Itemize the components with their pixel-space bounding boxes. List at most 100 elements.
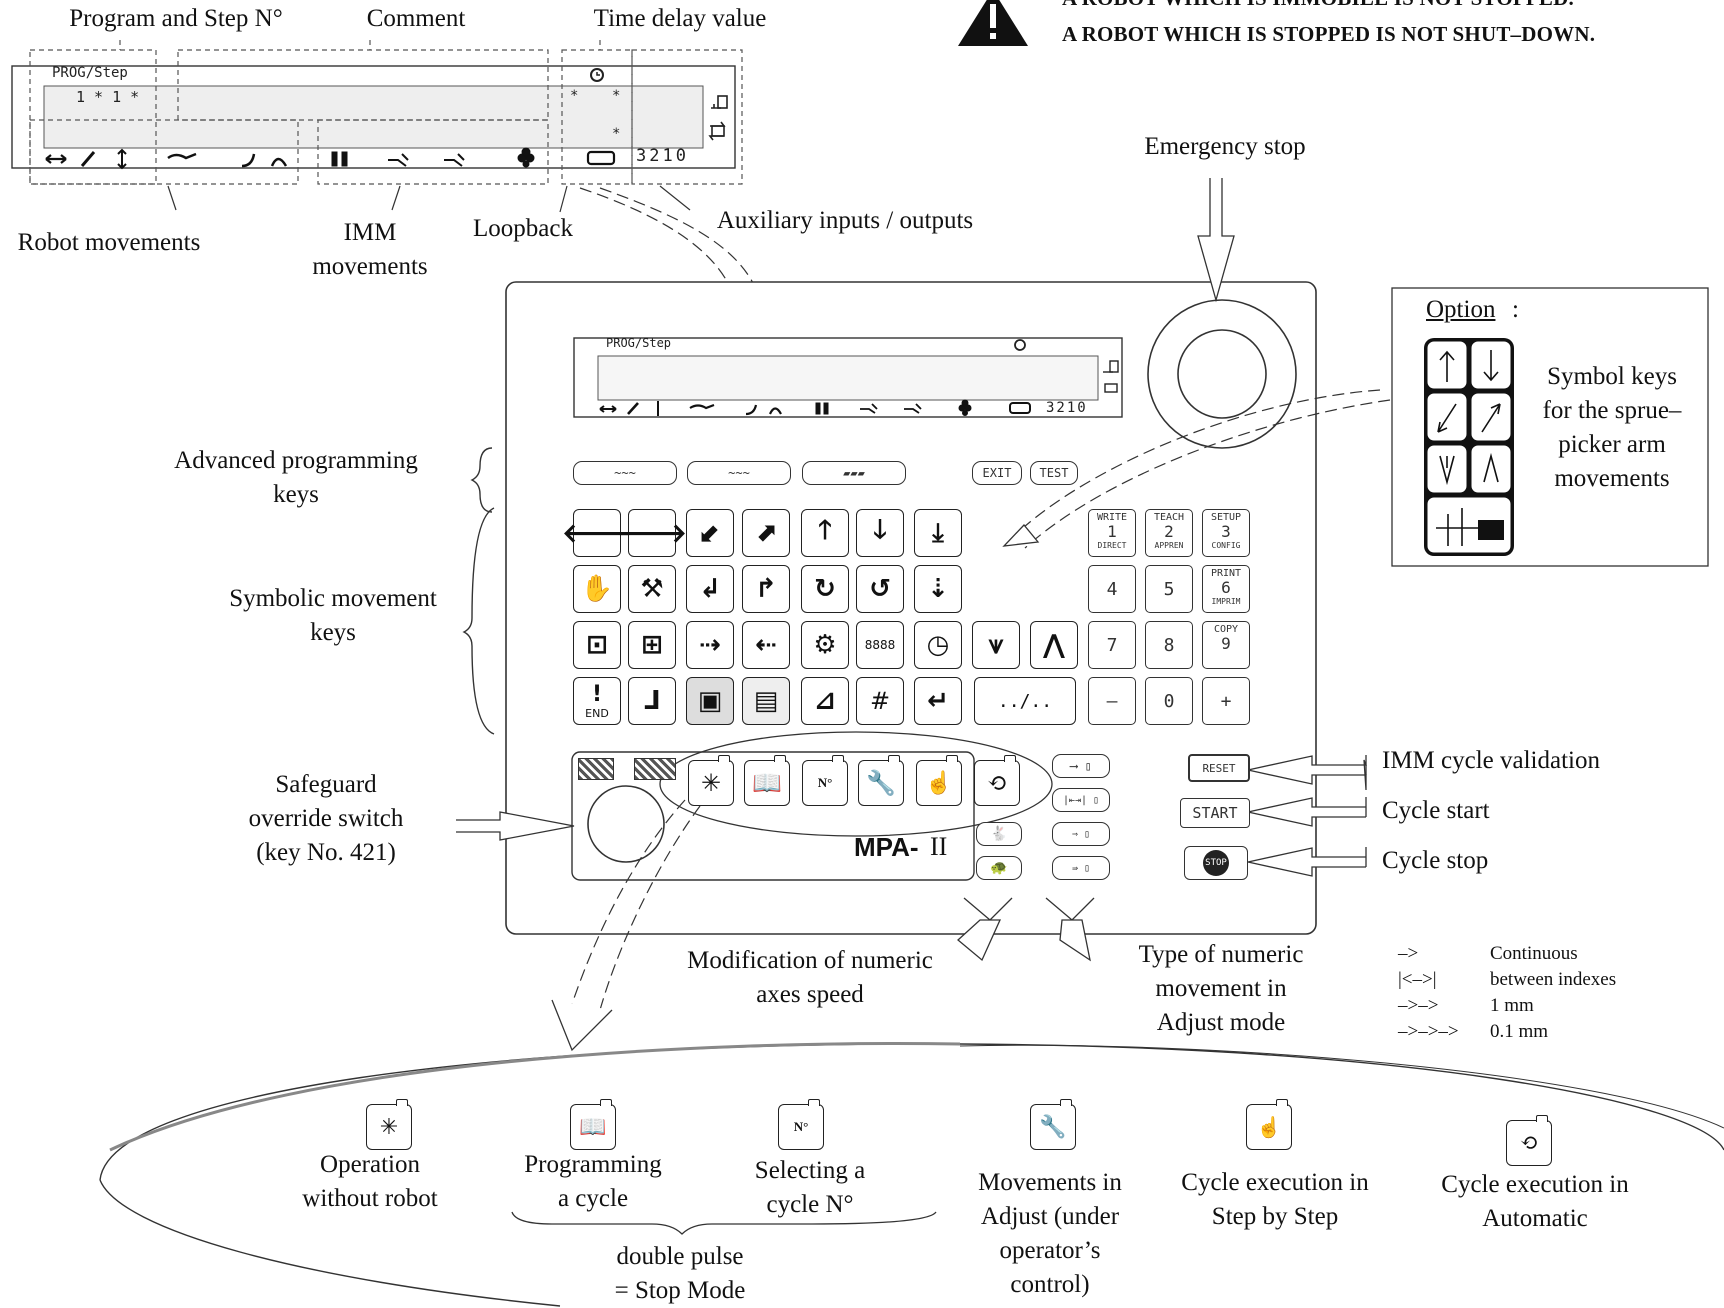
rotate-up-key[interactable]: ↱ <box>742 565 790 613</box>
advanced-key-3[interactable]: ▰▰▰ <box>802 461 906 485</box>
end-key[interactable]: !END <box>573 677 621 725</box>
main-lcd-header: PROG/Step <box>606 336 672 350</box>
option-colon: : <box>1512 296 1519 323</box>
stop-key[interactable]: STOP <box>1184 846 1248 880</box>
key-plus[interactable]: + <box>1202 677 1250 725</box>
key-6-bot: IMPRIM <box>1211 597 1241 606</box>
double-pulse-note: double pulse = Stop Mode <box>614 1243 746 1304</box>
sprue-gripper-key[interactable]: ⋀ <box>1030 621 1078 669</box>
dots-key[interactable]: ../.. <box>974 677 1076 725</box>
key-8[interactable]: 8 <box>1145 621 1193 669</box>
lcd-prog-value: 1 * 1 * <box>76 88 140 106</box>
mould-open-key[interactable]: ⊞ <box>628 621 676 669</box>
key-0[interactable]: 0 <box>1145 677 1193 725</box>
warning-line-1: A ROBOT WHICH IS IMMOBILE IS NOT STOPPED… <box>1062 0 1574 11</box>
programming-book-icon: 📖 <box>570 1099 616 1150</box>
mode-key-cycle-number[interactable]: N° <box>802 755 848 806</box>
mode-key-automatic[interactable]: ⟲ <box>974 755 1020 806</box>
callout-program-step: Program and Step N° <box>69 5 283 32</box>
step-down-key[interactable]: ⇣ <box>914 565 962 613</box>
hash-key[interactable]: # <box>856 677 904 725</box>
test-key[interactable]: TEST <box>1030 461 1078 485</box>
key-7[interactable]: 7 <box>1088 621 1136 669</box>
enter-key[interactable]: ↵ <box>914 677 962 725</box>
clock-key[interactable]: ◷ <box>914 621 962 669</box>
branch-key[interactable]: ⅃ <box>628 677 676 725</box>
start-key[interactable]: START <box>1180 798 1250 828</box>
rotate-down-key[interactable]: ↲ <box>686 565 734 613</box>
mode-desc-cycle-number: Selecting a cycle N° <box>754 1157 866 1218</box>
exit-key[interactable]: EXIT <box>972 461 1022 485</box>
key-3-top: SETUP <box>1210 512 1242 523</box>
advanced-key-1[interactable]: ~~~ <box>573 461 677 485</box>
mode-key-step-by-step[interactable]: ☝ <box>916 755 962 806</box>
move-1mm-key[interactable]: ⇒ ▯ <box>1052 822 1110 846</box>
ejector-forward-key[interactable]: ⇢ <box>686 621 734 669</box>
move-index-key[interactable]: |⇤⇥| ▯ <box>1052 788 1110 812</box>
callout-robot-movements: Robot movements <box>17 229 201 256</box>
counter-key[interactable]: 8888 <box>856 621 904 669</box>
speed-fast-key[interactable]: 🐇 <box>976 822 1022 846</box>
cycle-number-icon: N° <box>778 1099 824 1150</box>
mode-desc-step-by-step: Cycle execution in Step by Step <box>1181 1169 1369 1230</box>
ejector-back-key[interactable]: ⇠ <box>742 621 790 669</box>
key-minus[interactable]: – <box>1088 677 1136 725</box>
up-arrow-key[interactable]: 🡑 <box>801 509 849 557</box>
diagonal-up-key[interactable]: ⬈ <box>742 509 790 557</box>
mode-desc-programming: Programming a cycle <box>524 1151 662 1212</box>
right-arrow-key[interactable]: 🡒 <box>617 509 687 557</box>
key-3-num: 3 <box>1221 522 1231 541</box>
reset-key[interactable]: RESET <box>1188 754 1250 782</box>
callout-loopback: Loopback <box>473 215 573 242</box>
rotate-cw-key[interactable]: ↻ <box>801 565 849 613</box>
conveyor-key[interactable]: ⚙ <box>801 621 849 669</box>
legend-text-1: Continuous <box>1490 943 1578 964</box>
callout-time-delay: Time delay value <box>593 5 767 32</box>
key-1-bot: DIRECT <box>1097 541 1127 550</box>
lcd-header: PROG/Step <box>52 65 128 81</box>
key-4[interactable]: 4 <box>1088 565 1136 613</box>
mould-close-key[interactable]: ⊡ <box>573 621 621 669</box>
legend-symbol-3: –>–> <box>1398 995 1439 1016</box>
legend-symbol-1: –> <box>1398 943 1419 964</box>
jump-key[interactable]: ⊿ <box>801 677 849 725</box>
brand-roman: II <box>930 832 948 861</box>
mode-key-no-robot[interactable]: ✳ <box>688 755 734 806</box>
key-2-bot: APPREN <box>1154 541 1184 550</box>
mode-key-programming[interactable]: 📖 <box>744 755 790 806</box>
lcd-star-3: * <box>612 126 621 142</box>
rotate-ccw-key[interactable]: ↺ <box>856 565 904 613</box>
label-symbolic-keys: Symbolic movement keys <box>229 585 437 646</box>
mode-desc-adjust: Movements in Adjust (under operator’s co… <box>978 1169 1122 1298</box>
down-to-stop-key[interactable]: ⤓ <box>914 509 962 557</box>
grip-hand-key[interactable]: ✋ <box>573 565 621 613</box>
speed-slow-key[interactable]: 🐢 <box>976 856 1022 880</box>
move-01mm-key[interactable]: ⇛ ▯ <box>1052 856 1110 880</box>
sprue-vacuum-key[interactable]: ⩛ <box>972 621 1020 669</box>
label-safeguard: Safeguard override switch (key No. 421) <box>248 771 404 866</box>
input-key[interactable]: ▣ <box>686 677 734 725</box>
down-arrow-key[interactable]: 🡓 <box>856 509 904 557</box>
safeguard-override-switch[interactable] <box>588 786 664 862</box>
key-6-top: PRINT <box>1210 568 1242 579</box>
key-5[interactable]: 5 <box>1145 565 1193 613</box>
output-key[interactable]: ▤ <box>742 677 790 725</box>
key-9-top: COPY <box>1213 624 1239 635</box>
operation-without-robot-icon: ✳ <box>366 1099 412 1150</box>
label-cycle-stop: Cycle stop <box>1382 847 1489 874</box>
gripper-key[interactable]: ⚒ <box>628 565 676 613</box>
key-1-top: WRITE <box>1096 512 1128 523</box>
left-arrow-key[interactable]: 🡐 <box>562 509 632 557</box>
callout-comment: Comment <box>366 5 466 32</box>
mode-key-adjust[interactable]: 🔧 <box>858 755 904 806</box>
key-1-num: 1 <box>1107 522 1117 541</box>
safeguard-symbol-1-icon <box>578 758 614 780</box>
move-continuous-key[interactable]: ⟶ ▯ <box>1052 754 1110 778</box>
advanced-key-2[interactable]: ~~~ <box>687 461 791 485</box>
diagonal-down-key[interactable]: ⬋ <box>686 509 734 557</box>
